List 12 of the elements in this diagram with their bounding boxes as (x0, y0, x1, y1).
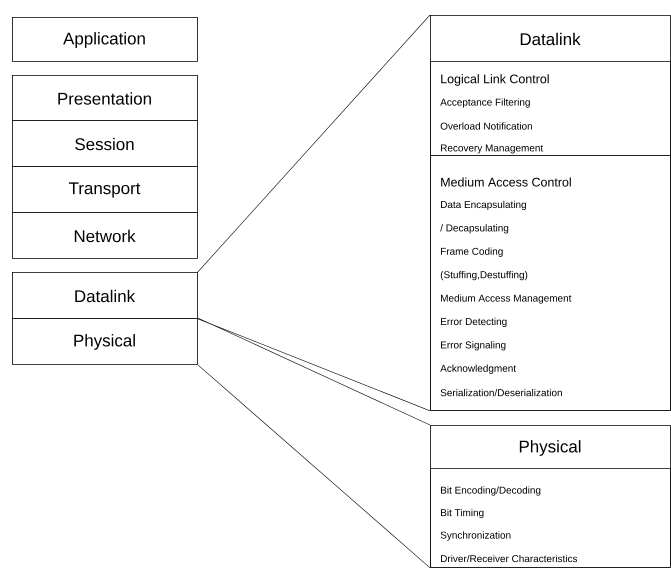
layer-cell: Application (12, 17, 198, 62)
layer-cell: Network (12, 212, 198, 259)
layer-cell: Datalink (12, 272, 198, 319)
sublayer-section: Medium Access Control Data Encapsulating / Decapsulating Frame Coding (Stuffing,Destuffing) Medium Access Management Error Detecting Error Signaling Acknowledgment Serialization/Deserialization (430, 155, 671, 411)
zoom-line (198, 14, 430, 272)
function-list: Bit Encoding/Decoding Bit Timing Synchronization Driver/Receiver Characteristics (430, 468, 671, 568)
layer-cell: Presentation (12, 75, 198, 121)
layer-cell: Physical (12, 318, 198, 365)
layer-cell: Transport (12, 166, 198, 213)
zoom-line (198, 364, 430, 568)
layer-cell: Session (12, 120, 198, 167)
sublayer-section: Logical Link Control Acceptance Filtering Overload Notification Recovery Management (430, 61, 671, 156)
